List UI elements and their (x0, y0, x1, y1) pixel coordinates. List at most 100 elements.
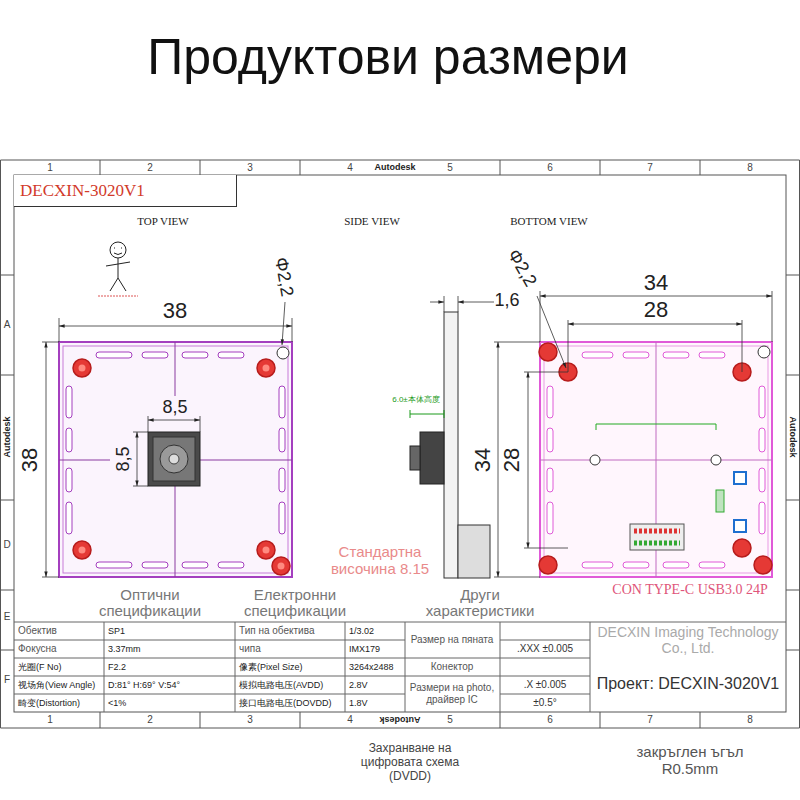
watermark: Autodesk (2, 416, 12, 457)
tolerance: .X ±0.005 (524, 679, 567, 691)
title-block: DECXIN-3020V1 (14, 175, 237, 207)
page-title: Продуктови размери (147, 29, 629, 87)
table-cell: 视场角(View Angle) (18, 680, 95, 690)
drawing-frame (0, 160, 800, 728)
grid-reference: 2 (147, 714, 153, 726)
top-view-board (277, 347, 289, 359)
watermark: Autodesk (788, 416, 798, 457)
grid-reference: 4 (347, 714, 353, 726)
dimension: Φ2,2 (270, 256, 297, 298)
bottom-view-board (734, 472, 746, 484)
dimension-lines (528, 372, 529, 548)
top-view-board (257, 359, 275, 377)
dimension-lines (444, 296, 494, 312)
dimension-lines (540, 296, 772, 297)
bottom-view-board (733, 539, 751, 557)
bottom-view-board (734, 520, 746, 532)
table-cell: Фокусна (18, 643, 57, 655)
grid-reference: E (4, 611, 11, 623)
dimension-lines (537, 296, 566, 368)
drawing-frame (0, 160, 800, 728)
view-title: TOP VIEW (137, 215, 188, 228)
top-view-board (73, 359, 290, 575)
bottom-view-board (596, 424, 716, 430)
grid-reference: 8 (747, 714, 753, 726)
table-cell: Размери на photo, драйвер IC (408, 682, 496, 706)
grid-reference: 7 (647, 714, 653, 726)
drawing-frame (1, 160, 800, 728)
lens-module (148, 432, 200, 486)
grid-reference: 6 (547, 162, 553, 174)
dimension: 8,5 (113, 446, 134, 471)
note: закръглен ъгъл R0.5mm (630, 743, 750, 777)
grid-reference: 1 (47, 162, 53, 174)
table-cell: 1/3.02 (349, 626, 374, 636)
top-view-board (279, 468, 285, 492)
bottom-view-board (547, 468, 553, 492)
drawing-frame (14, 175, 786, 712)
dimension-lines (494, 342, 540, 577)
section-heading: Други характеристики (415, 587, 545, 619)
dimension: 1,6 (494, 290, 519, 311)
bottom-view-board (547, 352, 765, 568)
view-title: BOTTOM VIEW (510, 215, 588, 228)
top-view-board (218, 352, 244, 358)
top-view-board (66, 352, 285, 568)
table-cell: 2.8V (349, 680, 368, 690)
dimension: 34 (470, 448, 495, 472)
dimension-lines (568, 320, 742, 372)
note: Захранване на цифровата схема (DVDD) (355, 741, 465, 783)
top-view-board (79, 365, 86, 372)
grid-reference: F (4, 674, 10, 686)
dimension-lines (458, 302, 472, 303)
dimension-note: 6.0±本体高度 (392, 395, 440, 404)
top-view-board (182, 352, 208, 358)
dimension: 38 (17, 448, 42, 472)
top-view-board (279, 502, 285, 534)
top-view-board (279, 428, 285, 452)
dimension: 34 (644, 270, 668, 295)
table-cell: F2.2 (108, 662, 126, 672)
top-view-board (66, 502, 72, 534)
company-name: DECXIN Imaging Technology Co., Ltd. (595, 624, 781, 656)
bottom-view-board (547, 386, 553, 418)
lens-module (169, 454, 179, 464)
bottom-view-board (759, 468, 765, 492)
tolerance: .XXX ±0.005 (517, 643, 573, 655)
bottom-view-board (663, 352, 689, 358)
lens-module (160, 445, 188, 473)
dimension: 8,5 (162, 397, 187, 418)
side-view (410, 446, 420, 470)
top-view-board (279, 386, 285, 418)
bottom-view-board (759, 428, 765, 452)
top-view-board (142, 352, 168, 358)
dimension: Φ2,2 (503, 246, 541, 290)
top-view-board (59, 342, 292, 577)
stick-figure (110, 242, 126, 258)
bottom-view-board (759, 502, 765, 534)
section-heading: Оптични спецификации (90, 587, 210, 619)
bottom-view-board (716, 490, 724, 512)
side-view (420, 432, 444, 484)
view-title: SIDE VIEW (344, 215, 400, 228)
spec-table (14, 622, 786, 712)
dimension-lines (59, 326, 292, 327)
bottom-view-board (699, 352, 725, 358)
grid-reference: 5 (447, 162, 453, 174)
bottom-view-board (699, 562, 725, 568)
top-view-board (66, 386, 72, 418)
spec-table (14, 622, 786, 712)
top-view-board (272, 557, 290, 575)
top-view-board (79, 365, 285, 570)
stick-figure (98, 242, 138, 296)
top-view-board (278, 563, 285, 570)
top-view-board (263, 365, 270, 372)
bottom-view-board (623, 562, 649, 568)
bottom-view-board (547, 428, 553, 452)
bottom-view-board (711, 455, 721, 465)
table-cell: SP1 (108, 626, 125, 636)
grid-reference: 5 (447, 714, 453, 726)
table-cell: Размер на пяната (408, 634, 496, 646)
table-cell: 模拟电路电压(AVDD) (239, 680, 323, 690)
